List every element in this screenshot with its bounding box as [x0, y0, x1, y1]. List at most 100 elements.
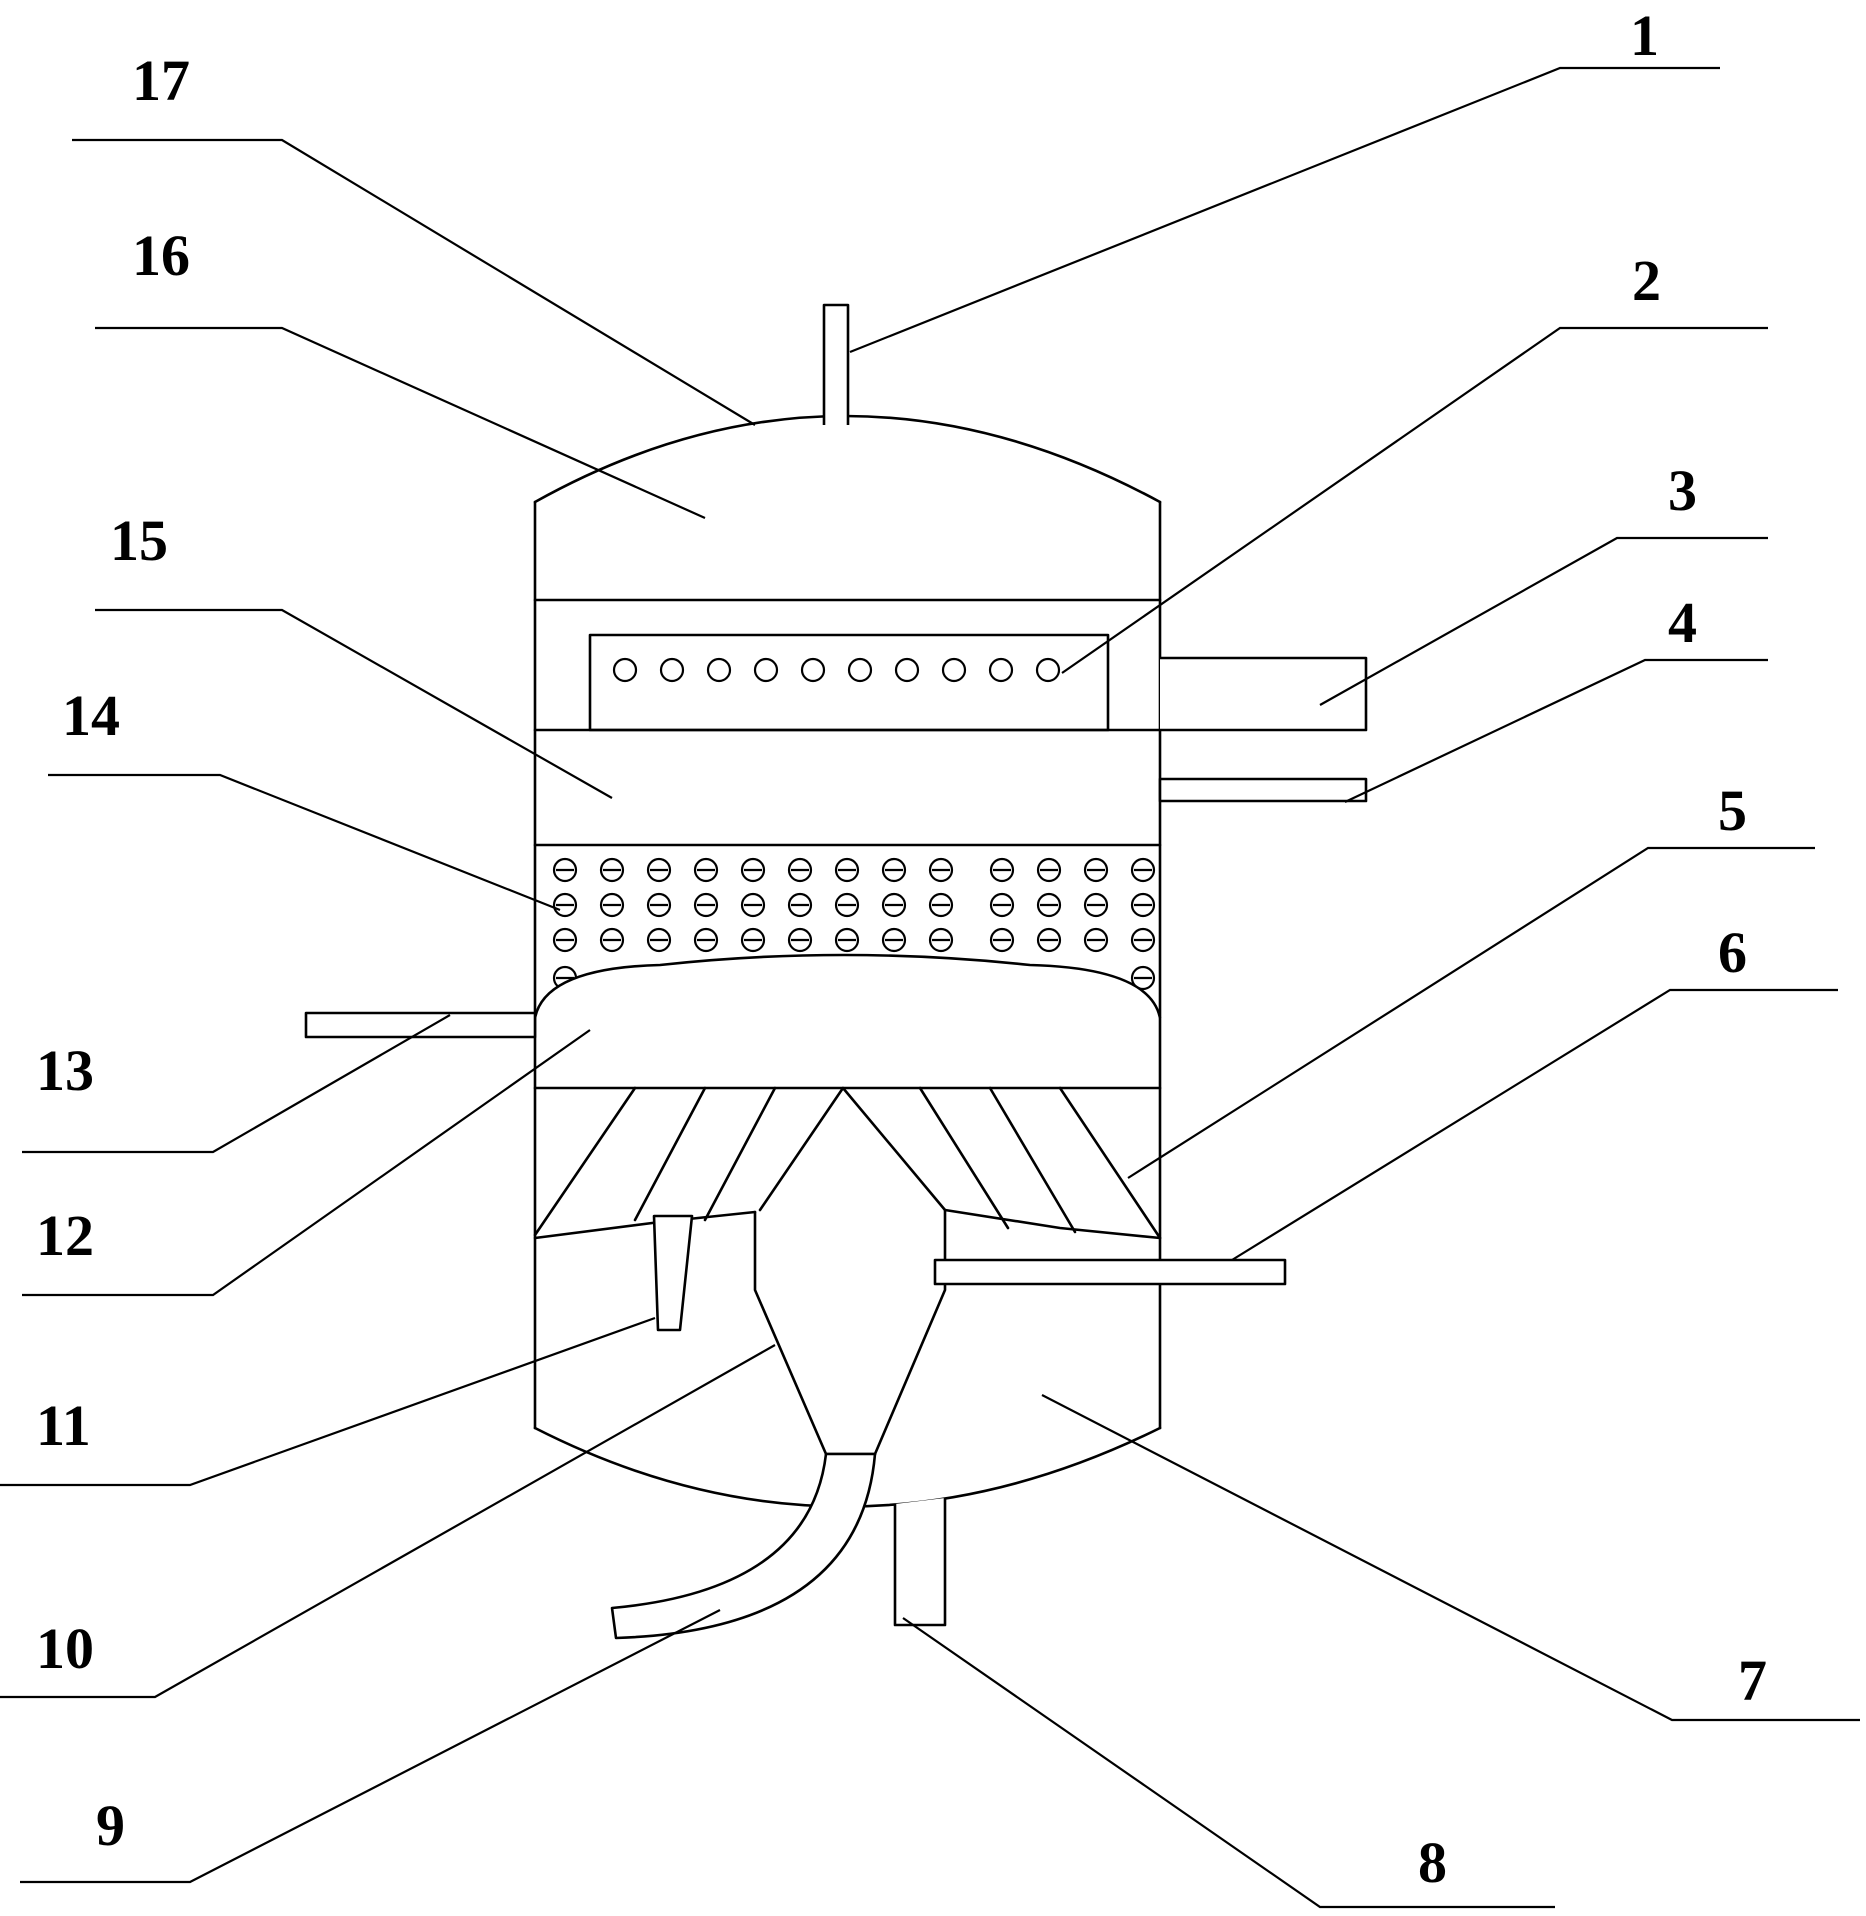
packing-ball [693, 857, 719, 883]
packing-ball [989, 927, 1015, 953]
label-14: 14 [62, 683, 120, 748]
packing-ball [881, 892, 907, 918]
leader-4 [1344, 658, 1768, 803]
packing-ball [599, 857, 625, 883]
packing-ball [646, 927, 672, 953]
leader-14 [48, 773, 561, 912]
distributor-hole [988, 657, 1014, 683]
packing-ball [1083, 857, 1109, 883]
packing-ball [646, 892, 672, 918]
leader-1 [849, 66, 1720, 354]
packing-ball [1130, 927, 1156, 953]
bottom-drain-pipe [893, 1498, 947, 1627]
leader-2 [1061, 326, 1768, 674]
label-8: 8 [1418, 1830, 1447, 1895]
leader-13 [22, 1014, 451, 1154]
packing-ball [989, 857, 1015, 883]
cyclone-cone [753, 1208, 947, 1456]
bent-outlet-pipe [610, 1452, 877, 1640]
leader-15 [95, 608, 613, 799]
label-1: 1 [1630, 3, 1659, 68]
leader-5 [1127, 846, 1815, 1179]
distributor-hole [1035, 657, 1061, 683]
packing-layer [552, 857, 1156, 991]
distributor-hole [894, 657, 920, 683]
label-12: 12 [36, 1203, 94, 1268]
leader-6 [1231, 988, 1838, 1261]
leader-12 [22, 1029, 591, 1297]
label-2: 2 [1632, 248, 1661, 313]
packing-ball [1083, 927, 1109, 953]
packing-ball [740, 892, 766, 918]
label-10: 10 [36, 1616, 94, 1681]
packing-ball [834, 892, 860, 918]
packing-ball [693, 892, 719, 918]
side-small-pipe [1158, 777, 1368, 803]
top-outlet-pipe [822, 303, 850, 425]
leader-8 [902, 1617, 1555, 1909]
packing-ball [928, 857, 954, 883]
packing-ball [1036, 927, 1062, 953]
packing-ball [740, 857, 766, 883]
packing-ball [599, 927, 625, 953]
packing-ball [552, 857, 578, 883]
distributor-hole [753, 657, 779, 683]
leader-lines [0, 66, 1860, 1909]
distributor-hole [612, 657, 638, 683]
packing-ball [834, 857, 860, 883]
right-inlet-pipe [933, 1258, 1287, 1286]
packing-ball [881, 927, 907, 953]
packing-ball [1130, 892, 1156, 918]
packing-ball [552, 927, 578, 953]
downcomer-pipe [652, 1214, 694, 1332]
curved-plate [533, 953, 1162, 1019]
leader-16 [95, 326, 706, 520]
packing-ball [881, 857, 907, 883]
label-7: 7 [1738, 1648, 1767, 1713]
packing-ball [599, 892, 625, 918]
left-inlet-pipe [304, 1011, 537, 1039]
packing-ball [1036, 892, 1062, 918]
side-inlet-pipe [1160, 656, 1368, 732]
label-17: 17 [132, 48, 190, 113]
leader-10 [0, 1344, 776, 1699]
distributor-hole [706, 657, 732, 683]
packing-ball [787, 857, 813, 883]
gas-distributor [588, 633, 1110, 732]
part-labels: 1 2 3 4 5 6 7 8 9 10 11 12 13 14 15 16 1… [36, 3, 1767, 1895]
label-9: 9 [96, 1793, 125, 1858]
leader-7 [1041, 1394, 1860, 1722]
label-3: 3 [1668, 458, 1697, 523]
label-16: 16 [132, 223, 190, 288]
packing-ball [1083, 892, 1109, 918]
distributor-hole [847, 657, 873, 683]
packing-ball [787, 892, 813, 918]
packing-ball [928, 892, 954, 918]
label-11: 11 [36, 1393, 91, 1458]
label-15: 15 [110, 508, 168, 573]
leader-9 [20, 1609, 721, 1884]
packing-ball [740, 927, 766, 953]
packing-ball [834, 927, 860, 953]
packing-ball [1130, 965, 1156, 991]
label-6: 6 [1718, 920, 1747, 985]
inclined-baffles [533, 1086, 1162, 1240]
packing-ball [989, 892, 1015, 918]
packing-ball [928, 927, 954, 953]
packing-ball [693, 927, 719, 953]
packing-ball [1130, 857, 1156, 883]
label-5: 5 [1718, 778, 1747, 843]
packing-ball [787, 927, 813, 953]
distributor-hole [941, 657, 967, 683]
distributor-hole [800, 657, 826, 683]
packing-ball [552, 892, 578, 918]
leader-11 [0, 1316, 656, 1487]
label-4: 4 [1668, 590, 1697, 655]
leader-3 [1319, 536, 1768, 706]
distributor-hole [659, 657, 685, 683]
label-13: 13 [36, 1038, 94, 1103]
leader-17 [72, 138, 756, 426]
packing-ball [1036, 857, 1062, 883]
packing-ball [646, 857, 672, 883]
